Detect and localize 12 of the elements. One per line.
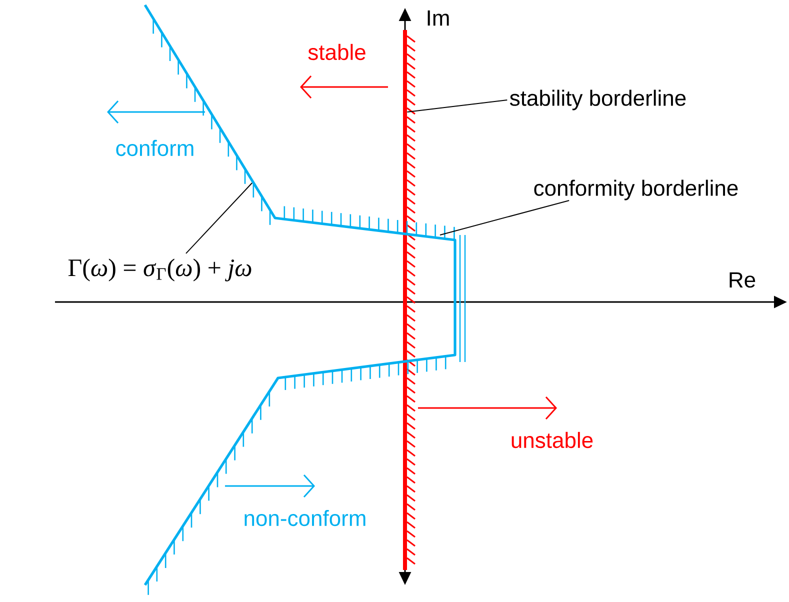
leader-line	[440, 200, 570, 236]
borderline-label: stability borderline	[510, 90, 686, 110]
region-label: unstable	[512, 432, 593, 448]
region-label: non-conform	[244, 510, 366, 526]
leader-line	[186, 182, 252, 254]
formula-label: Γ(ω) = σ$_{Γ}$(ω) + jω	[68, 258, 252, 282]
leader-line	[406, 100, 508, 112]
region-label: conform	[116, 140, 194, 156]
axis-label: Re	[730, 272, 756, 288]
axis-label: Im	[428, 10, 449, 26]
region-label: stable	[308, 44, 366, 60]
borderline-label: conformity borderline	[534, 180, 738, 200]
